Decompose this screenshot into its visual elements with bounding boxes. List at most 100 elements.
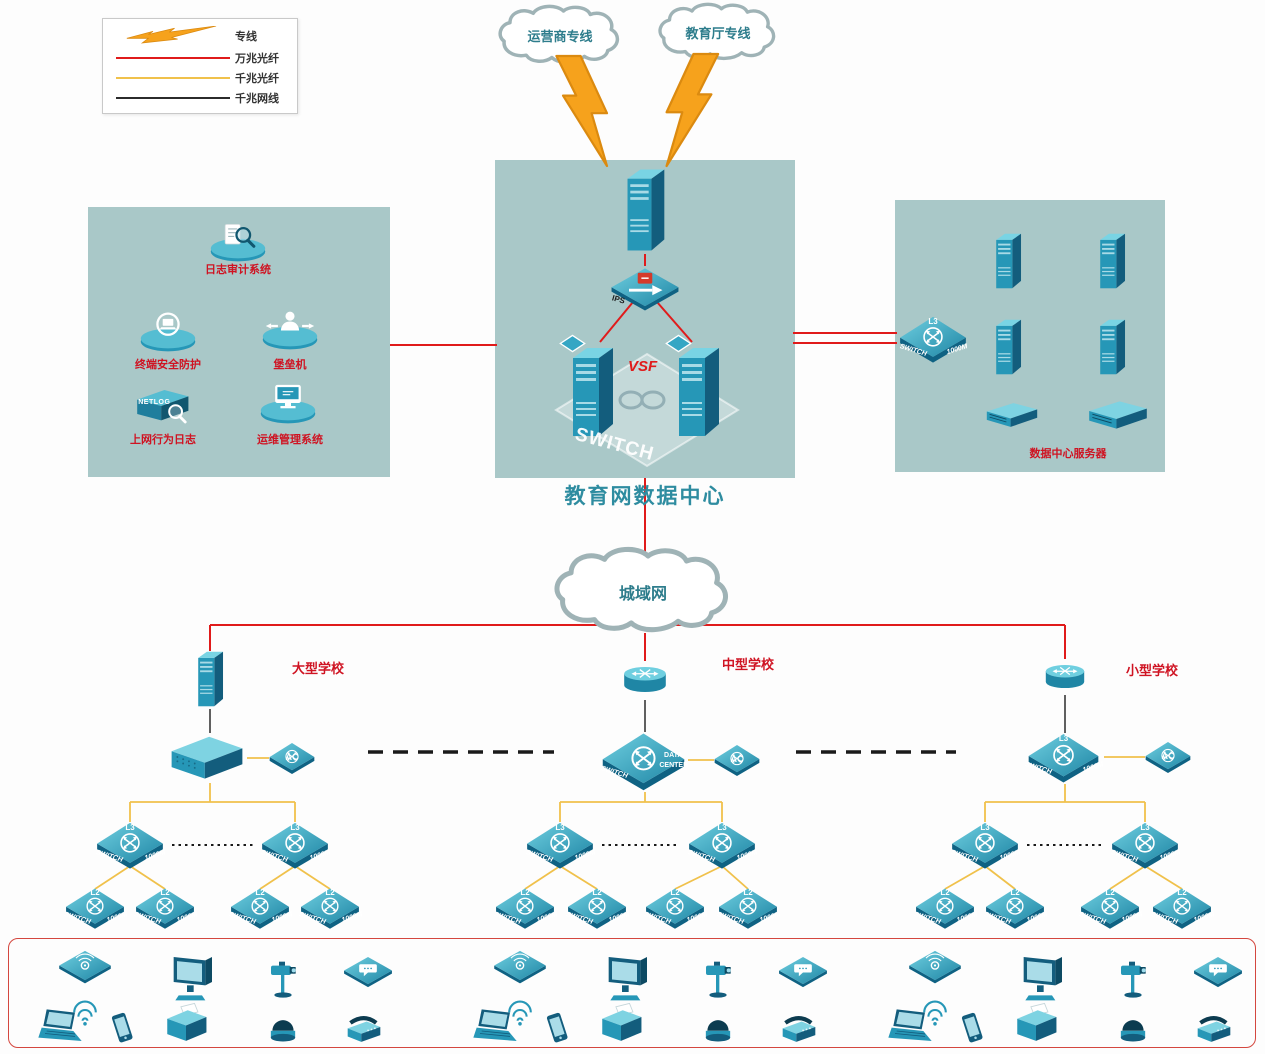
l3-switch[interactable]: L3 SWITCH 1000M xyxy=(92,820,168,870)
voice-gateway-icon[interactable] xyxy=(342,952,394,990)
man-cloud-label: 城域网 xyxy=(618,586,667,603)
desktop-monitor-icon[interactable] xyxy=(601,952,653,1002)
laptop-icon[interactable] xyxy=(467,1006,523,1046)
ptz-camera-icon[interactable] xyxy=(698,950,738,1008)
legend-row-10g-fiber: 万兆光纤 xyxy=(111,50,289,66)
carrier-cloud[interactable]: 运营商专线 xyxy=(482,4,638,68)
mobile-phone-icon[interactable] xyxy=(104,1010,140,1048)
large-school-server[interactable] xyxy=(190,648,230,710)
l2-switch[interactable]: L2 SWITCH 1000M xyxy=(1148,886,1216,930)
server-zone-label: 数据中心服务器 xyxy=(1029,448,1107,460)
ac-controller[interactable]: AC xyxy=(1143,740,1193,774)
education-cloud[interactable]: 教育厅专线 xyxy=(642,2,794,64)
voice-gateway-icon[interactable] xyxy=(1192,952,1244,990)
switch-badge-icon xyxy=(559,334,586,353)
l3-switch[interactable]: L3 SWITCH 1000M xyxy=(947,820,1023,870)
vsf-switch-member-2[interactable] xyxy=(665,334,724,442)
l2-switch[interactable]: L2 SWITCH 1000M xyxy=(131,886,199,930)
l2-switch[interactable]: L2 SWITCH 1000M xyxy=(981,886,1049,930)
datacenter-server[interactable] xyxy=(988,230,1028,292)
printer-icon[interactable] xyxy=(1010,1000,1062,1046)
desk-phone-icon[interactable] xyxy=(1188,1012,1240,1046)
dome-camera-icon[interactable] xyxy=(696,1008,740,1046)
school-label-small: 小型学校 xyxy=(1125,663,1178,678)
legend-row-1g-copper: 千兆网线 xyxy=(111,90,289,106)
voice-gateway-icon[interactable] xyxy=(777,952,829,990)
rack-server[interactable] xyxy=(1086,398,1150,432)
ac-controller[interactable]: AC xyxy=(712,743,762,777)
red-line-sample xyxy=(116,57,230,59)
l2-switch[interactable]: L2 SWITCH 1000M xyxy=(563,886,631,930)
mobile-phone-icon[interactable] xyxy=(954,1010,990,1048)
small-school-core-switch[interactable]: L3 SWITCH 1000M xyxy=(1021,731,1106,784)
datacenter-server[interactable] xyxy=(1092,316,1132,378)
vsf-link-icon xyxy=(612,388,674,412)
l2-switch[interactable]: L2 SWITCH 1000M xyxy=(296,886,364,930)
ops-management-label: 运维管理系统 xyxy=(257,434,323,446)
l3-switch[interactable]: L3 SWITCH 1000M xyxy=(1107,820,1183,870)
ptz-camera-icon[interactable] xyxy=(263,950,303,1008)
laptop-icon[interactable] xyxy=(882,1006,938,1046)
core-switch-data-center[interactable]: SWITCH DATA CENTER xyxy=(596,730,691,792)
small-school-router[interactable] xyxy=(1041,658,1089,696)
wireless-ap-icon[interactable] xyxy=(57,946,113,986)
l3-switch[interactable]: L3 SWITCH 1000M xyxy=(522,820,598,870)
legend-row-dedicated-line: 专线 xyxy=(111,26,289,46)
ptz-camera-icon[interactable] xyxy=(1113,950,1153,1008)
l2-switch[interactable]: L2 SWITCH 1000M xyxy=(714,886,782,930)
wireless-ap-icon[interactable] xyxy=(907,946,963,986)
lightning-bolt xyxy=(549,54,621,168)
dome-camera-icon[interactable] xyxy=(261,1008,305,1046)
ips-device[interactable]: IPS xyxy=(608,264,682,313)
netlog-device-text: NETLOG xyxy=(138,399,171,407)
netlog-label: 上网行为日志 xyxy=(130,434,196,446)
switch-badge-icon xyxy=(665,334,692,353)
l2-switch[interactable]: L2 SWITCH 1000M xyxy=(491,886,559,930)
ops-management-icon[interactable] xyxy=(254,380,322,426)
legend-label: 万兆光纤 xyxy=(235,53,279,65)
endpoint-security-icon[interactable] xyxy=(134,308,202,354)
dome-camera-icon[interactable] xyxy=(1111,1008,1155,1046)
l2-switch[interactable]: L2 SWITCH 1000M xyxy=(641,886,709,930)
server-zone-switch[interactable]: L3 SWITCH 1000M xyxy=(896,314,970,364)
l3-switch[interactable]: L3 SWITCH 1000M xyxy=(257,820,333,870)
ac-controller[interactable]: AC xyxy=(267,741,317,775)
laptop-icon[interactable] xyxy=(32,1006,88,1046)
desk-phone-icon[interactable] xyxy=(338,1012,390,1046)
wireless-ap-icon[interactable] xyxy=(492,946,548,986)
l2-switch[interactable]: L2 SWITCH 1000M xyxy=(911,886,979,930)
bastion-host-icon[interactable] xyxy=(256,306,324,352)
datacenter-server[interactable] xyxy=(988,316,1028,378)
desktop-monitor-icon[interactable] xyxy=(166,952,218,1002)
legend-label: 千兆网线 xyxy=(235,93,279,105)
lightning-bolt xyxy=(653,52,725,168)
log-audit-icon[interactable] xyxy=(204,218,272,264)
printer-icon[interactable] xyxy=(160,1000,212,1046)
lightning-icon xyxy=(111,26,235,46)
school-label-large: 大型学校 xyxy=(291,661,344,676)
printer-icon[interactable] xyxy=(595,1000,647,1046)
desktop-monitor-icon[interactable] xyxy=(1016,952,1068,1002)
vsf-label: VSF xyxy=(628,358,658,375)
medium-school-router[interactable] xyxy=(619,659,671,701)
l2-switch[interactable]: L2 SWITCH 1000M xyxy=(61,886,129,930)
netlog-icon[interactable]: NETLOG xyxy=(126,382,198,430)
rack-server[interactable] xyxy=(984,400,1040,430)
l2-switch[interactable]: L2 SWITCH 1000M xyxy=(1076,886,1144,930)
l3-switch[interactable]: L3 SWITCH 1000M xyxy=(684,820,760,870)
school-label-medium: 中型学校 xyxy=(721,657,774,672)
legend-label: 专线 xyxy=(235,31,257,43)
legend-label: 千兆光纤 xyxy=(235,73,279,85)
datacenter-server[interactable] xyxy=(1092,230,1132,292)
core-firewall-server[interactable] xyxy=(622,164,668,256)
desk-phone-icon[interactable] xyxy=(773,1012,825,1046)
large-school-firewall[interactable] xyxy=(167,731,247,783)
black-line-sample xyxy=(116,97,230,99)
yellow-line-sample xyxy=(116,77,230,79)
endpoint-devices-zone xyxy=(8,938,1256,1048)
man-cloud[interactable]: 城域网 xyxy=(536,546,750,638)
mobile-phone-icon[interactable] xyxy=(539,1010,575,1048)
datacenter-title: 教育网数据中心 xyxy=(564,484,726,508)
l2-switch[interactable]: L2 SWITCH 1000M xyxy=(226,886,294,930)
